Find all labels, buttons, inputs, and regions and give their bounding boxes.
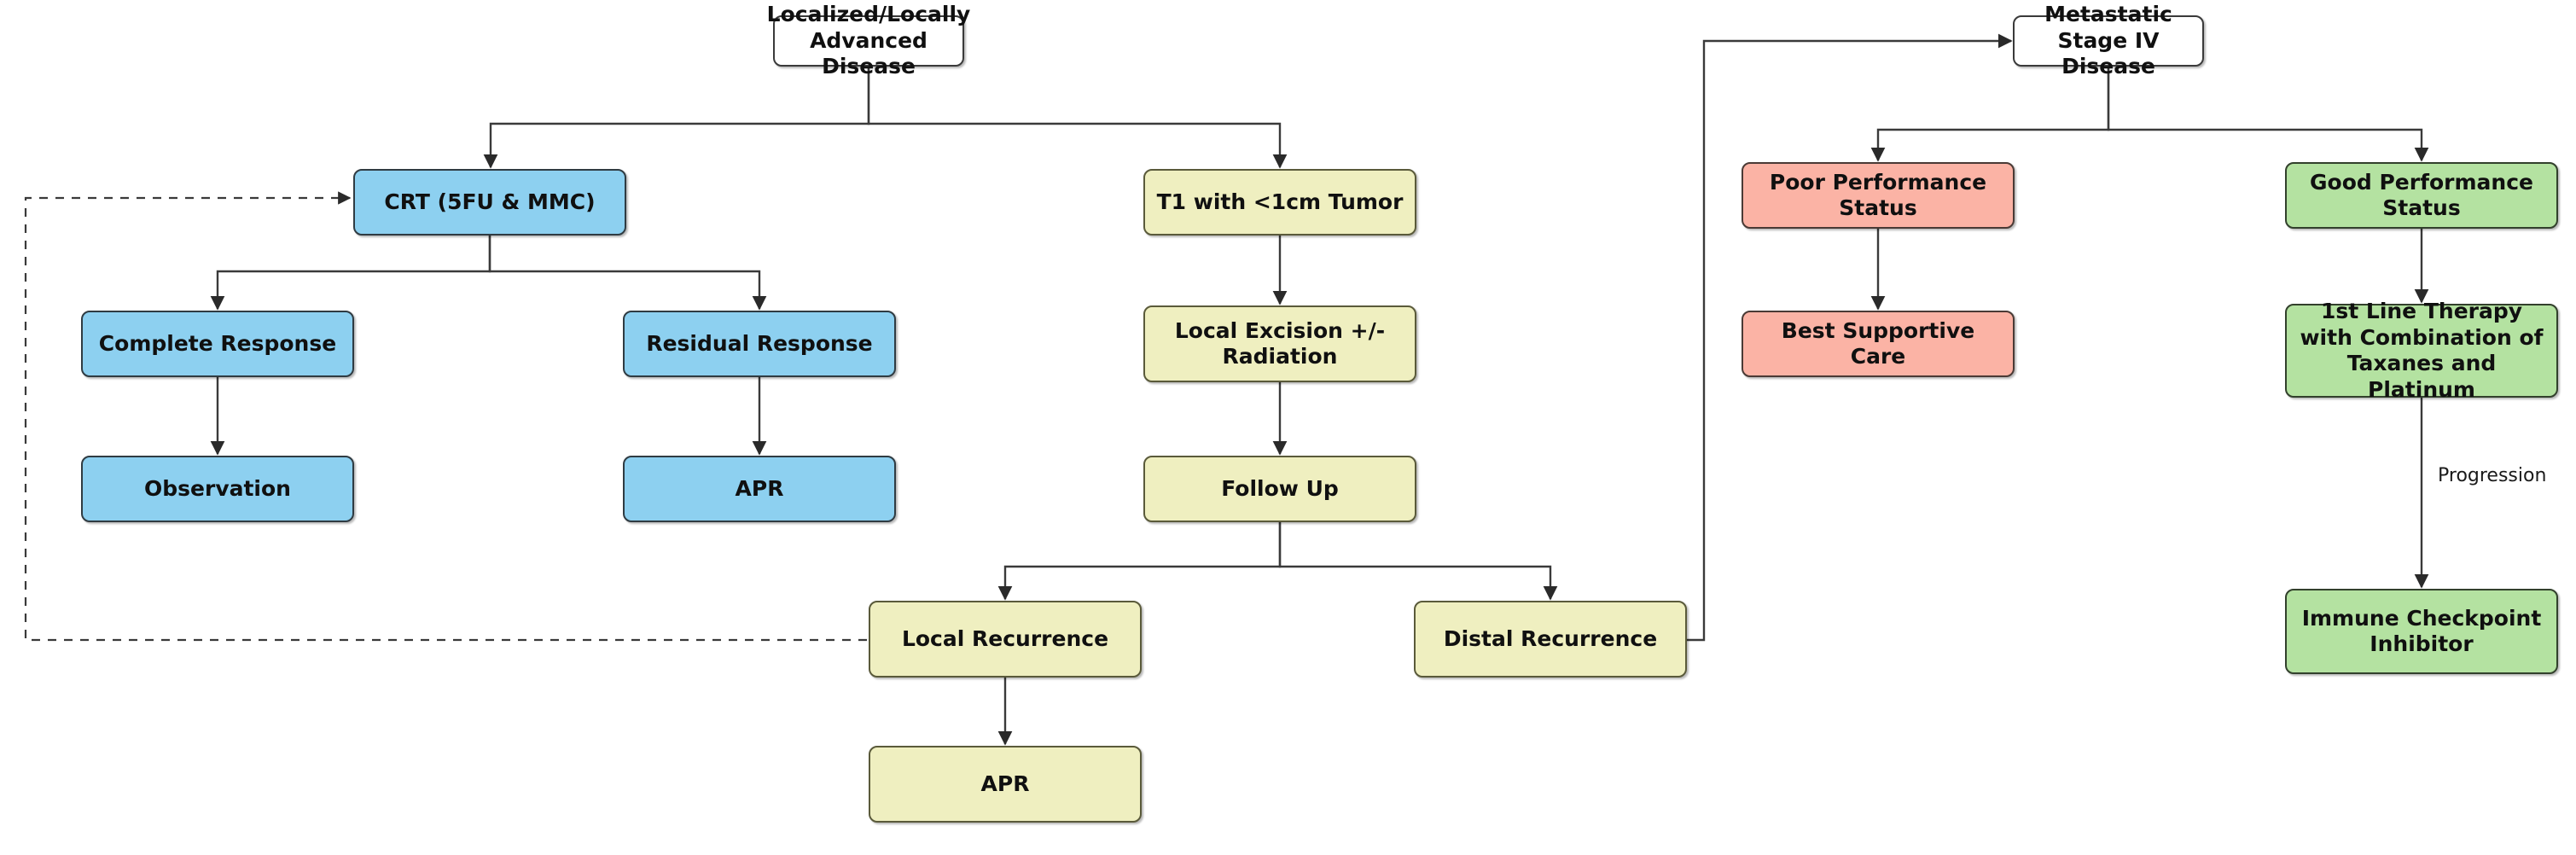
node-complete-response[interactable]: Complete Response [81, 311, 354, 377]
node-apr-local[interactable]: APR [869, 746, 1142, 823]
node-localized-disease[interactable]: Localized/Locally Advanced Disease [766, 2, 971, 79]
node-good-performance-status[interactable]: Good Performance Status [2285, 162, 2558, 229]
edge-localized-t1 [867, 67, 1288, 169]
node-first-line-therapy[interactable]: 1st Line Therapy with Combination of Tax… [2285, 299, 2558, 402]
edge-metastatic-poor [1870, 67, 2110, 162]
edge-followup-distal [1278, 522, 1558, 601]
node-observation[interactable]: Observation [81, 456, 354, 522]
edge-crt-residual [488, 236, 767, 311]
edge-followup-local [997, 522, 1282, 601]
node-local-excision[interactable]: Local Excision +/- Radiation [1143, 305, 1416, 382]
node-poor-performance-status[interactable]: Poor Performance Status [1742, 162, 2015, 229]
node-follow-up[interactable]: Follow Up [1143, 456, 1416, 522]
node-distal-recurrence[interactable]: Distal Recurrence [1414, 601, 1687, 678]
node-apr-residual[interactable]: APR [623, 456, 896, 522]
edge-localized-crt [483, 67, 870, 169]
node-metastatic-stage-iv[interactable]: Metastatic Stage IV Disease [2013, 2, 2204, 79]
node-best-supportive-care[interactable]: Best Supportive Care [1742, 311, 2015, 377]
edge-label-progression: Progression [2438, 465, 2547, 486]
node-residual-response[interactable]: Residual Response [623, 311, 896, 377]
node-immune-checkpoint-inhibitor[interactable]: Immune Checkpoint Inhibitor [2285, 589, 2558, 674]
node-crt[interactable]: CRT (5FU & MMC) [353, 169, 626, 236]
edge-local-recurrence-crt-dashed [24, 191, 867, 642]
edge-metastatic-good [2107, 67, 2429, 162]
node-t1-tumor[interactable]: T1 with <1cm Tumor [1143, 169, 1416, 236]
node-local-recurrence[interactable]: Local Recurrence [869, 601, 1142, 678]
edge-crt-complete [210, 236, 491, 311]
